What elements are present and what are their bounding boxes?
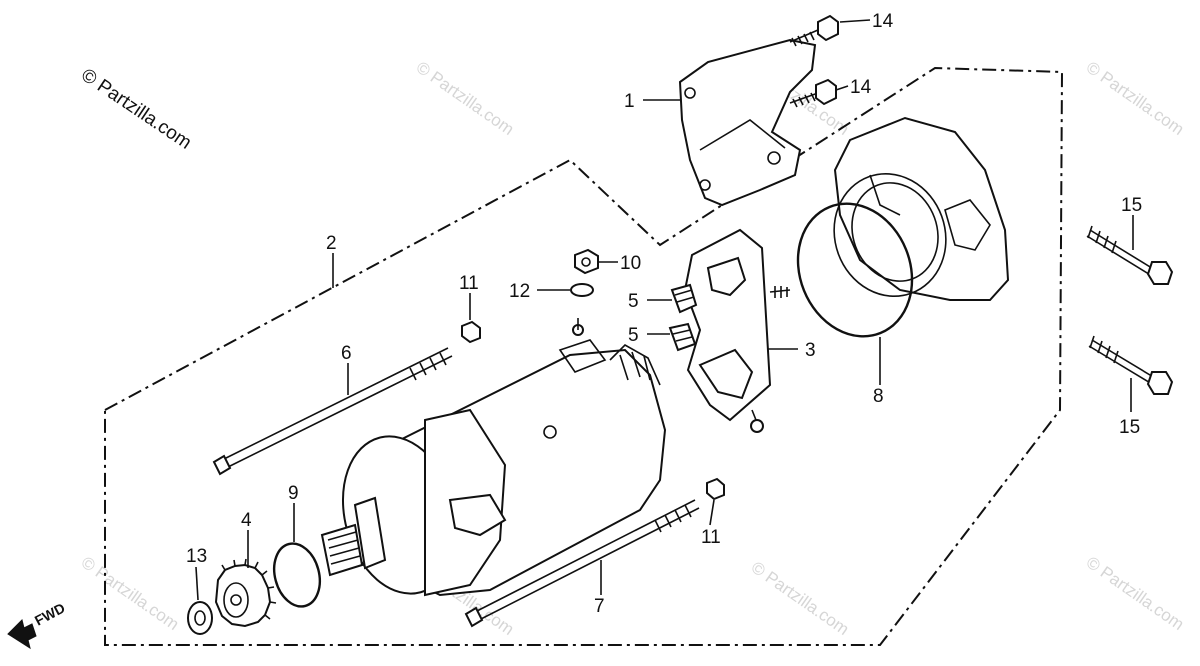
brush-holder-plate	[683, 228, 791, 422]
callout-6: 6	[341, 343, 352, 364]
callout-15a: 15	[1121, 195, 1142, 216]
copyright-text: © Partzilla.com	[77, 65, 195, 154]
watermark: © Partzilla.com	[1083, 58, 1188, 139]
callout-3: 3	[805, 340, 816, 361]
callout-12: 12	[509, 281, 530, 302]
bracket-bolt-upper	[789, 14, 839, 47]
cover-bolt-upper	[1086, 225, 1174, 285]
rear-cover	[833, 116, 1010, 301]
terminal-washer	[570, 283, 594, 297]
callout-7: 7	[594, 596, 605, 617]
callout-10: 10	[620, 253, 641, 274]
o-ring-front	[272, 542, 322, 608]
bracket-bolt-lower	[789, 78, 837, 108]
callout-4: 4	[241, 510, 252, 531]
o-ring-rear	[796, 202, 914, 338]
through-bolt-upper	[212, 347, 453, 476]
starter-bracket	[678, 38, 817, 207]
callout-14b: 14	[850, 77, 872, 98]
reduction-gear	[214, 558, 277, 628]
forward-arrow-icon	[7, 619, 37, 650]
watermark: © Partzilla.com	[413, 58, 518, 139]
callout-11b: 11	[701, 527, 721, 548]
forward-direction-indicator: FWD	[7, 600, 68, 650]
assembly-boundary	[104, 66, 1064, 646]
callouts: 1 2 3 4 5 5 6 7 8 9 10 11 11 12 13 14 14…	[186, 11, 1142, 617]
watermark: © Partzilla.com	[78, 553, 183, 634]
callout-8: 8	[873, 386, 884, 407]
cover-bolt-lower	[1088, 335, 1174, 395]
callout-15b: 15	[1119, 417, 1140, 438]
leader-lines	[195, 19, 1134, 601]
callout-11a: 11	[459, 273, 479, 294]
gear-washer	[187, 601, 213, 635]
through-bolt-nut-lower	[706, 477, 725, 501]
callout-9: 9	[288, 483, 299, 504]
brush-holder-screw	[750, 409, 764, 433]
forward-label: FWD	[32, 600, 68, 629]
callout-2: 2	[326, 233, 337, 254]
watermarks: © Partzilla.com © Partzilla.com © Partzi…	[78, 58, 1188, 639]
callout-5b: 5	[628, 325, 639, 346]
starter-motor-body	[320, 318, 667, 597]
callout-14a: 14	[872, 11, 894, 32]
brush-spring-lower	[668, 322, 697, 352]
watermark: © Partzilla.com	[748, 558, 853, 639]
brush-spring-upper	[670, 283, 698, 314]
watermark: © Partzilla.com	[1083, 553, 1188, 634]
through-bolt-lower	[464, 499, 700, 628]
callout-1: 1	[624, 91, 635, 112]
through-bolt-nut-upper	[461, 320, 481, 344]
callout-13: 13	[186, 546, 207, 567]
callout-5a: 5	[628, 291, 639, 312]
terminal-nut	[574, 248, 599, 275]
